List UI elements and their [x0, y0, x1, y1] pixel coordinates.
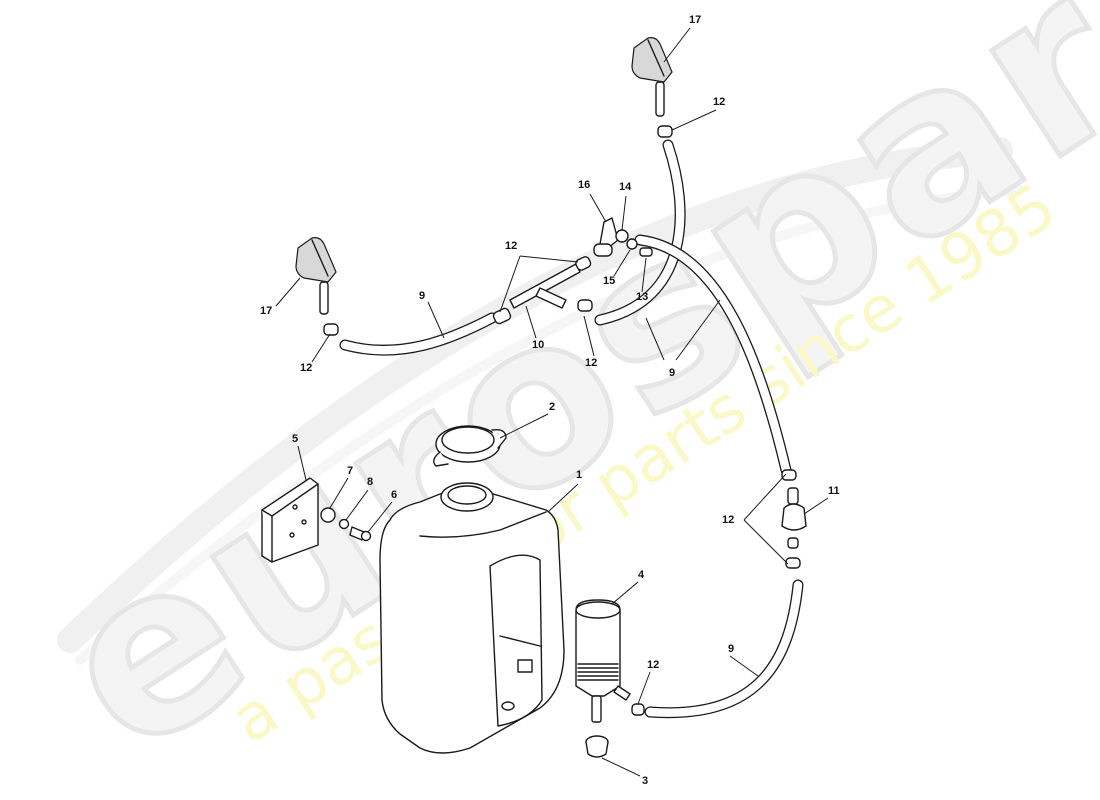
callout-2: 2 — [549, 401, 555, 413]
t-connector — [492, 256, 593, 325]
callout-12-tee: 12 — [505, 240, 517, 252]
callout-12-right-jet: 12 — [713, 96, 725, 108]
pump-grommet — [585, 735, 609, 758]
callout-12-pump: 12 — [647, 659, 659, 671]
callout-8: 8 — [367, 476, 373, 488]
callout-labels: 1 2 3 4 5 6 7 8 9 9 9 10 11 12 12 12 12 … — [260, 14, 840, 787]
callout-6: 6 — [391, 489, 397, 501]
callout-12-valve: 12 — [722, 514, 734, 526]
mounting-bracket-assembly — [261, 477, 372, 563]
callout-4: 4 — [638, 569, 645, 581]
callout-10: 10 — [532, 339, 544, 351]
callout-9-lower: 9 — [728, 643, 734, 655]
leader-lines — [275, 27, 829, 777]
callout-17-left: 17 — [260, 305, 272, 317]
callout-12-tee-lower: 12 — [585, 357, 597, 369]
connector-bracket-assembly — [593, 217, 653, 257]
callout-7: 7 — [347, 465, 353, 477]
callout-9-left: 9 — [419, 290, 425, 302]
callout-12-left-jet: 12 — [300, 362, 312, 374]
reservoir-cap — [433, 425, 507, 467]
callout-16: 16 — [578, 179, 590, 191]
washer-pump — [575, 599, 645, 723]
callout-9-middle: 9 — [669, 367, 675, 379]
callout-15: 15 — [603, 275, 615, 287]
washer-jet-right — [631, 37, 673, 138]
callout-1: 1 — [576, 469, 582, 481]
callout-14: 14 — [619, 181, 632, 193]
washer-jet-left — [295, 237, 339, 336]
callout-11: 11 — [828, 485, 840, 497]
callout-3: 3 — [642, 775, 648, 787]
callout-17-right: 17 — [689, 14, 701, 26]
non-return-valve — [781, 469, 807, 569]
callout-13: 13 — [636, 291, 648, 303]
hoses — [339, 139, 804, 719]
washer-reservoir — [379, 482, 565, 754]
callout-5: 5 — [292, 433, 298, 445]
